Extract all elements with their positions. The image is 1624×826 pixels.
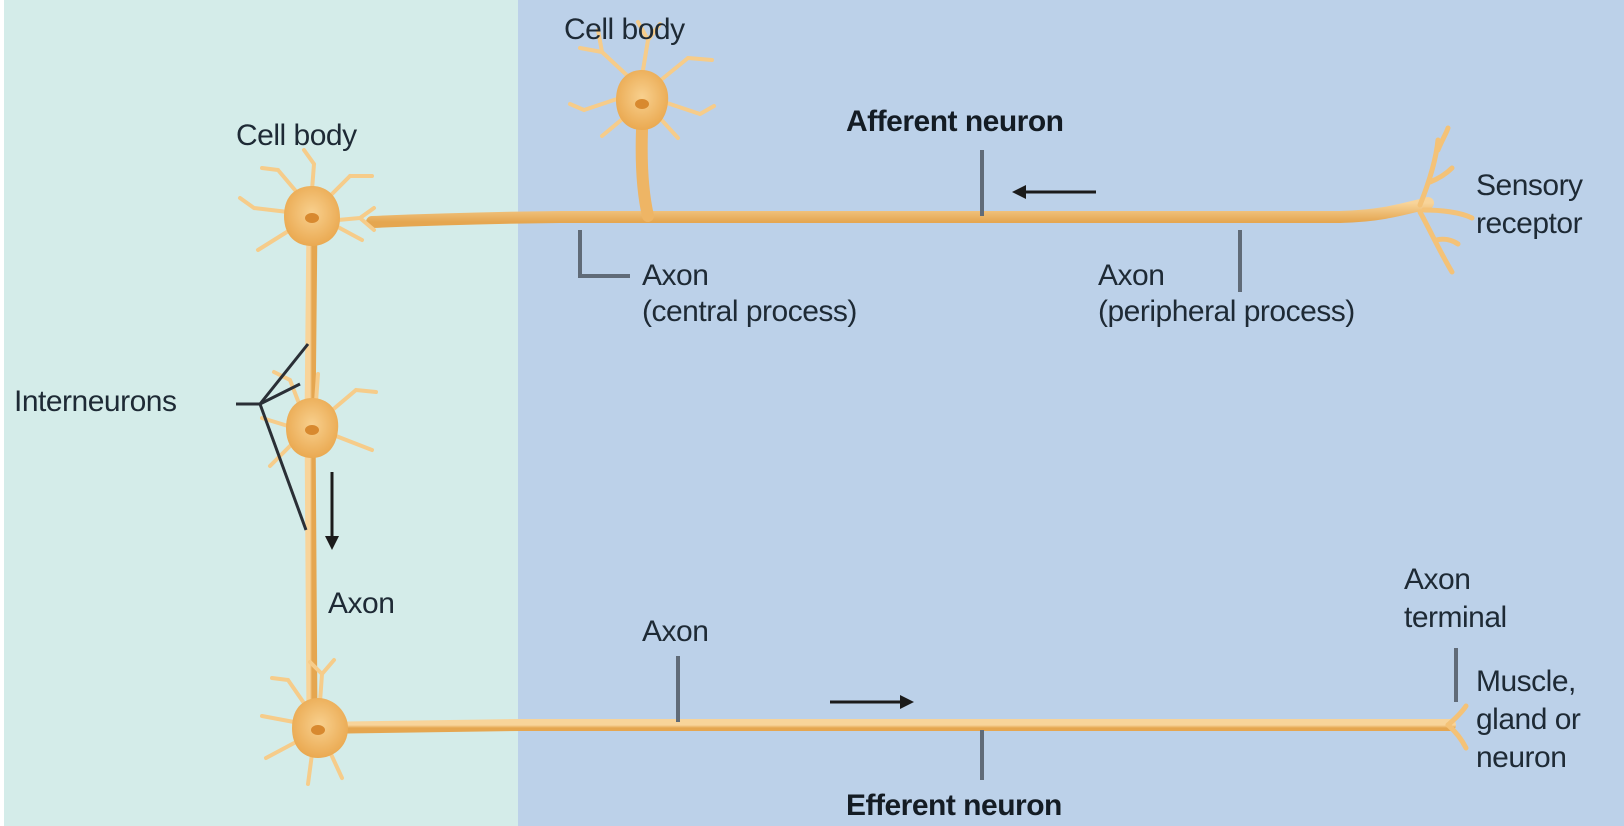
efferent-axon: [314, 719, 1456, 734]
neuron-cell-body-icon: [260, 658, 348, 786]
afferent-axon: [366, 197, 1434, 228]
leader-lines: [578, 150, 1458, 780]
axon-central-label-line1: Axon: [642, 259, 709, 292]
axon-efferent-label: Axon: [642, 615, 709, 648]
interneuron-axon: [304, 214, 318, 726]
interneurons-bracket: [236, 343, 310, 531]
axon-peripheral-label-line1: Axon: [1098, 259, 1165, 292]
afferent-stalk: [635, 124, 654, 222]
axon-central-label-line2: (central process): [642, 295, 857, 328]
effector-label-line3: neuron: [1476, 741, 1567, 774]
sensory-receptor-label-line2: receptor: [1476, 207, 1583, 240]
axon-central-leader: [578, 230, 630, 278]
arrow-icon: [830, 695, 914, 709]
neuron-cell-body-icon: [238, 148, 376, 252]
left-border: [0, 0, 4, 826]
neuron-cell-body-icon: [260, 370, 378, 468]
pns-region: [518, 0, 1624, 826]
effector-label-line2: gland or: [1476, 703, 1581, 736]
interneurons-label: Interneurons: [14, 385, 177, 418]
arrow-icon: [1012, 185, 1096, 199]
effector-label-line1: Muscle,: [1476, 665, 1576, 698]
axon-terminal-label-line2: terminal: [1404, 601, 1507, 634]
axon-peripheral-label-line2: (peripheral process): [1098, 295, 1355, 328]
arrow-icon: [325, 472, 339, 550]
axon-vertical-label: Axon: [328, 587, 395, 620]
sensory-receptor-endings: [1417, 125, 1475, 275]
neuron-cell-body-icon: [568, 20, 716, 140]
sensory-receptor-label-line1: Sensory: [1476, 169, 1583, 202]
cell-body-left-label: Cell body: [236, 119, 357, 152]
cns-region: [0, 0, 518, 826]
afferent-neuron-label: Afferent neuron: [846, 105, 1064, 138]
axon-terminal-ending: [1445, 703, 1469, 751]
efferent-neuron-label: Efferent neuron: [846, 789, 1062, 822]
cell-body-top-label: Cell body: [564, 13, 685, 46]
axon-terminal-label-line1: Axon: [1404, 563, 1471, 596]
